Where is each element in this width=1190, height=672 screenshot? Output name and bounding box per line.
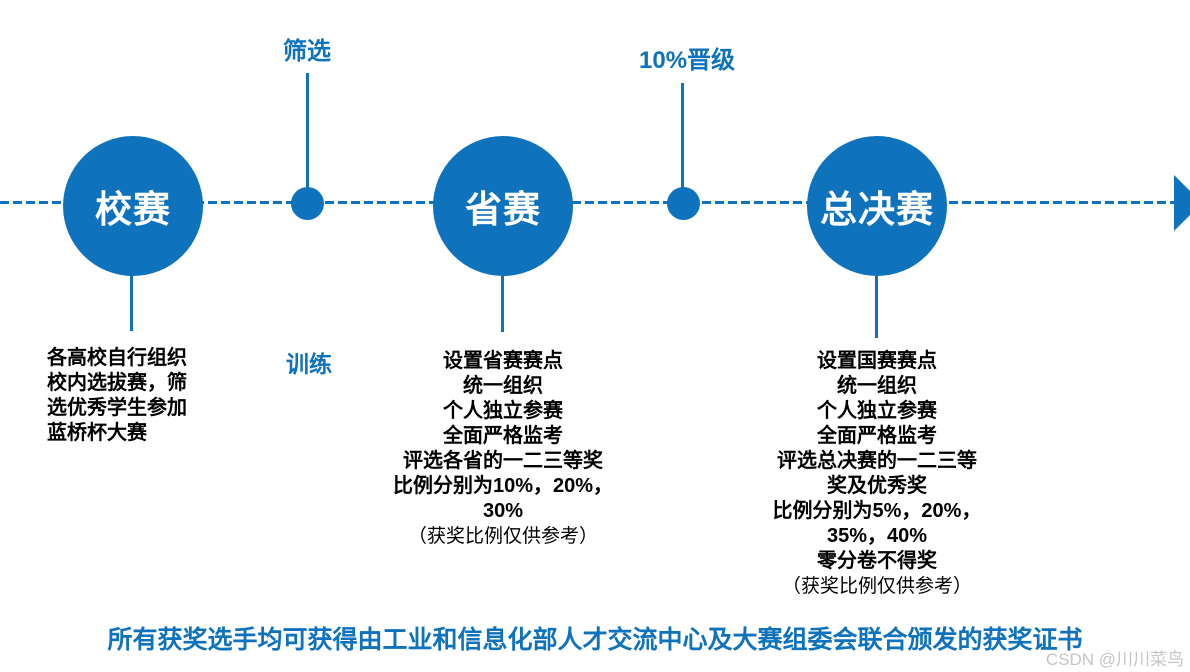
detail-note: （获奖比例仅供参考） [407,526,598,547]
detail-line: 比例分别为5%，20%， [772,500,982,522]
detail-line: 30% [482,500,524,522]
stage-circle-final: 总决赛 [807,136,947,276]
detail-line: 个人独立参赛 [817,400,937,422]
detail-line: 设置省赛赛点 [443,350,563,372]
detail-note: （获奖比例仅供参考） [781,576,972,597]
milestone-dot [291,187,324,220]
detail-line: 个人独立参赛 [443,400,563,422]
arrow-right-icon [1174,175,1190,231]
connector-line [306,73,309,188]
connector-line [681,83,684,188]
stage-circle-label: 校赛 [95,189,171,230]
detail-line: 35%，40% [826,525,928,547]
milestone-label-screening: 筛选 [283,38,331,65]
connector-line [875,276,878,338]
connector-line [130,276,133,331]
stage-circle-school: 校赛 [63,136,203,276]
stage-details-final: 设置国赛赛点 统一组织 个人独立参赛 全面严格监考 评选总决赛的一二三等 奖及优… [742,349,1012,599]
detail-line: 评选各省的一二三等奖 [403,450,603,472]
detail-line: 统一组织 [463,375,543,397]
detail-line: 全面严格监考 [443,425,563,447]
stage-circle-label: 总决赛 [820,189,934,230]
stage-circle-province: 省赛 [433,136,573,276]
detail-line: 统一组织 [837,375,917,397]
training-label: 训练 [286,351,332,377]
detail-line: 校内选拔赛，筛 [47,372,187,394]
detail-line: 选优秀学生参加 [47,397,187,419]
detail-line: 全面严格监考 [817,425,937,447]
detail-line: 设置国赛赛点 [817,350,937,372]
milestone-dot [667,187,700,220]
detail-line: 奖及优秀奖 [827,475,927,497]
stage-details-province: 设置省赛赛点 统一组织 个人独立参赛 全面严格监考 评选各省的一二三等奖 比例分… [368,349,638,549]
detail-line: 各高校自行组织 [47,347,187,369]
milestone-label-promotion: 10%晋级 [639,47,736,74]
detail-line: 评选总决赛的一二三等 [777,450,977,472]
watermark: CSDN @川川菜鸟 [1045,650,1184,669]
detail-line: 零分卷不得奖 [817,550,937,572]
connector-line [501,276,504,332]
stage-details-school: 各高校自行组织 校内选拔赛，筛 选优秀学生参加 蓝桥杯大赛 [47,346,227,446]
detail-line: 蓝桥杯大赛 [47,422,147,444]
footer-certificate-statement: 所有获奖选手均可获得由工业和信息化部人才交流中心及大赛组委会联合颁发的获奖证书 [107,626,1083,654]
detail-line: 比例分别为10%，20%， [392,475,614,497]
stage-circle-label: 省赛 [465,189,541,230]
timeline-dashed-line [0,201,1176,204]
